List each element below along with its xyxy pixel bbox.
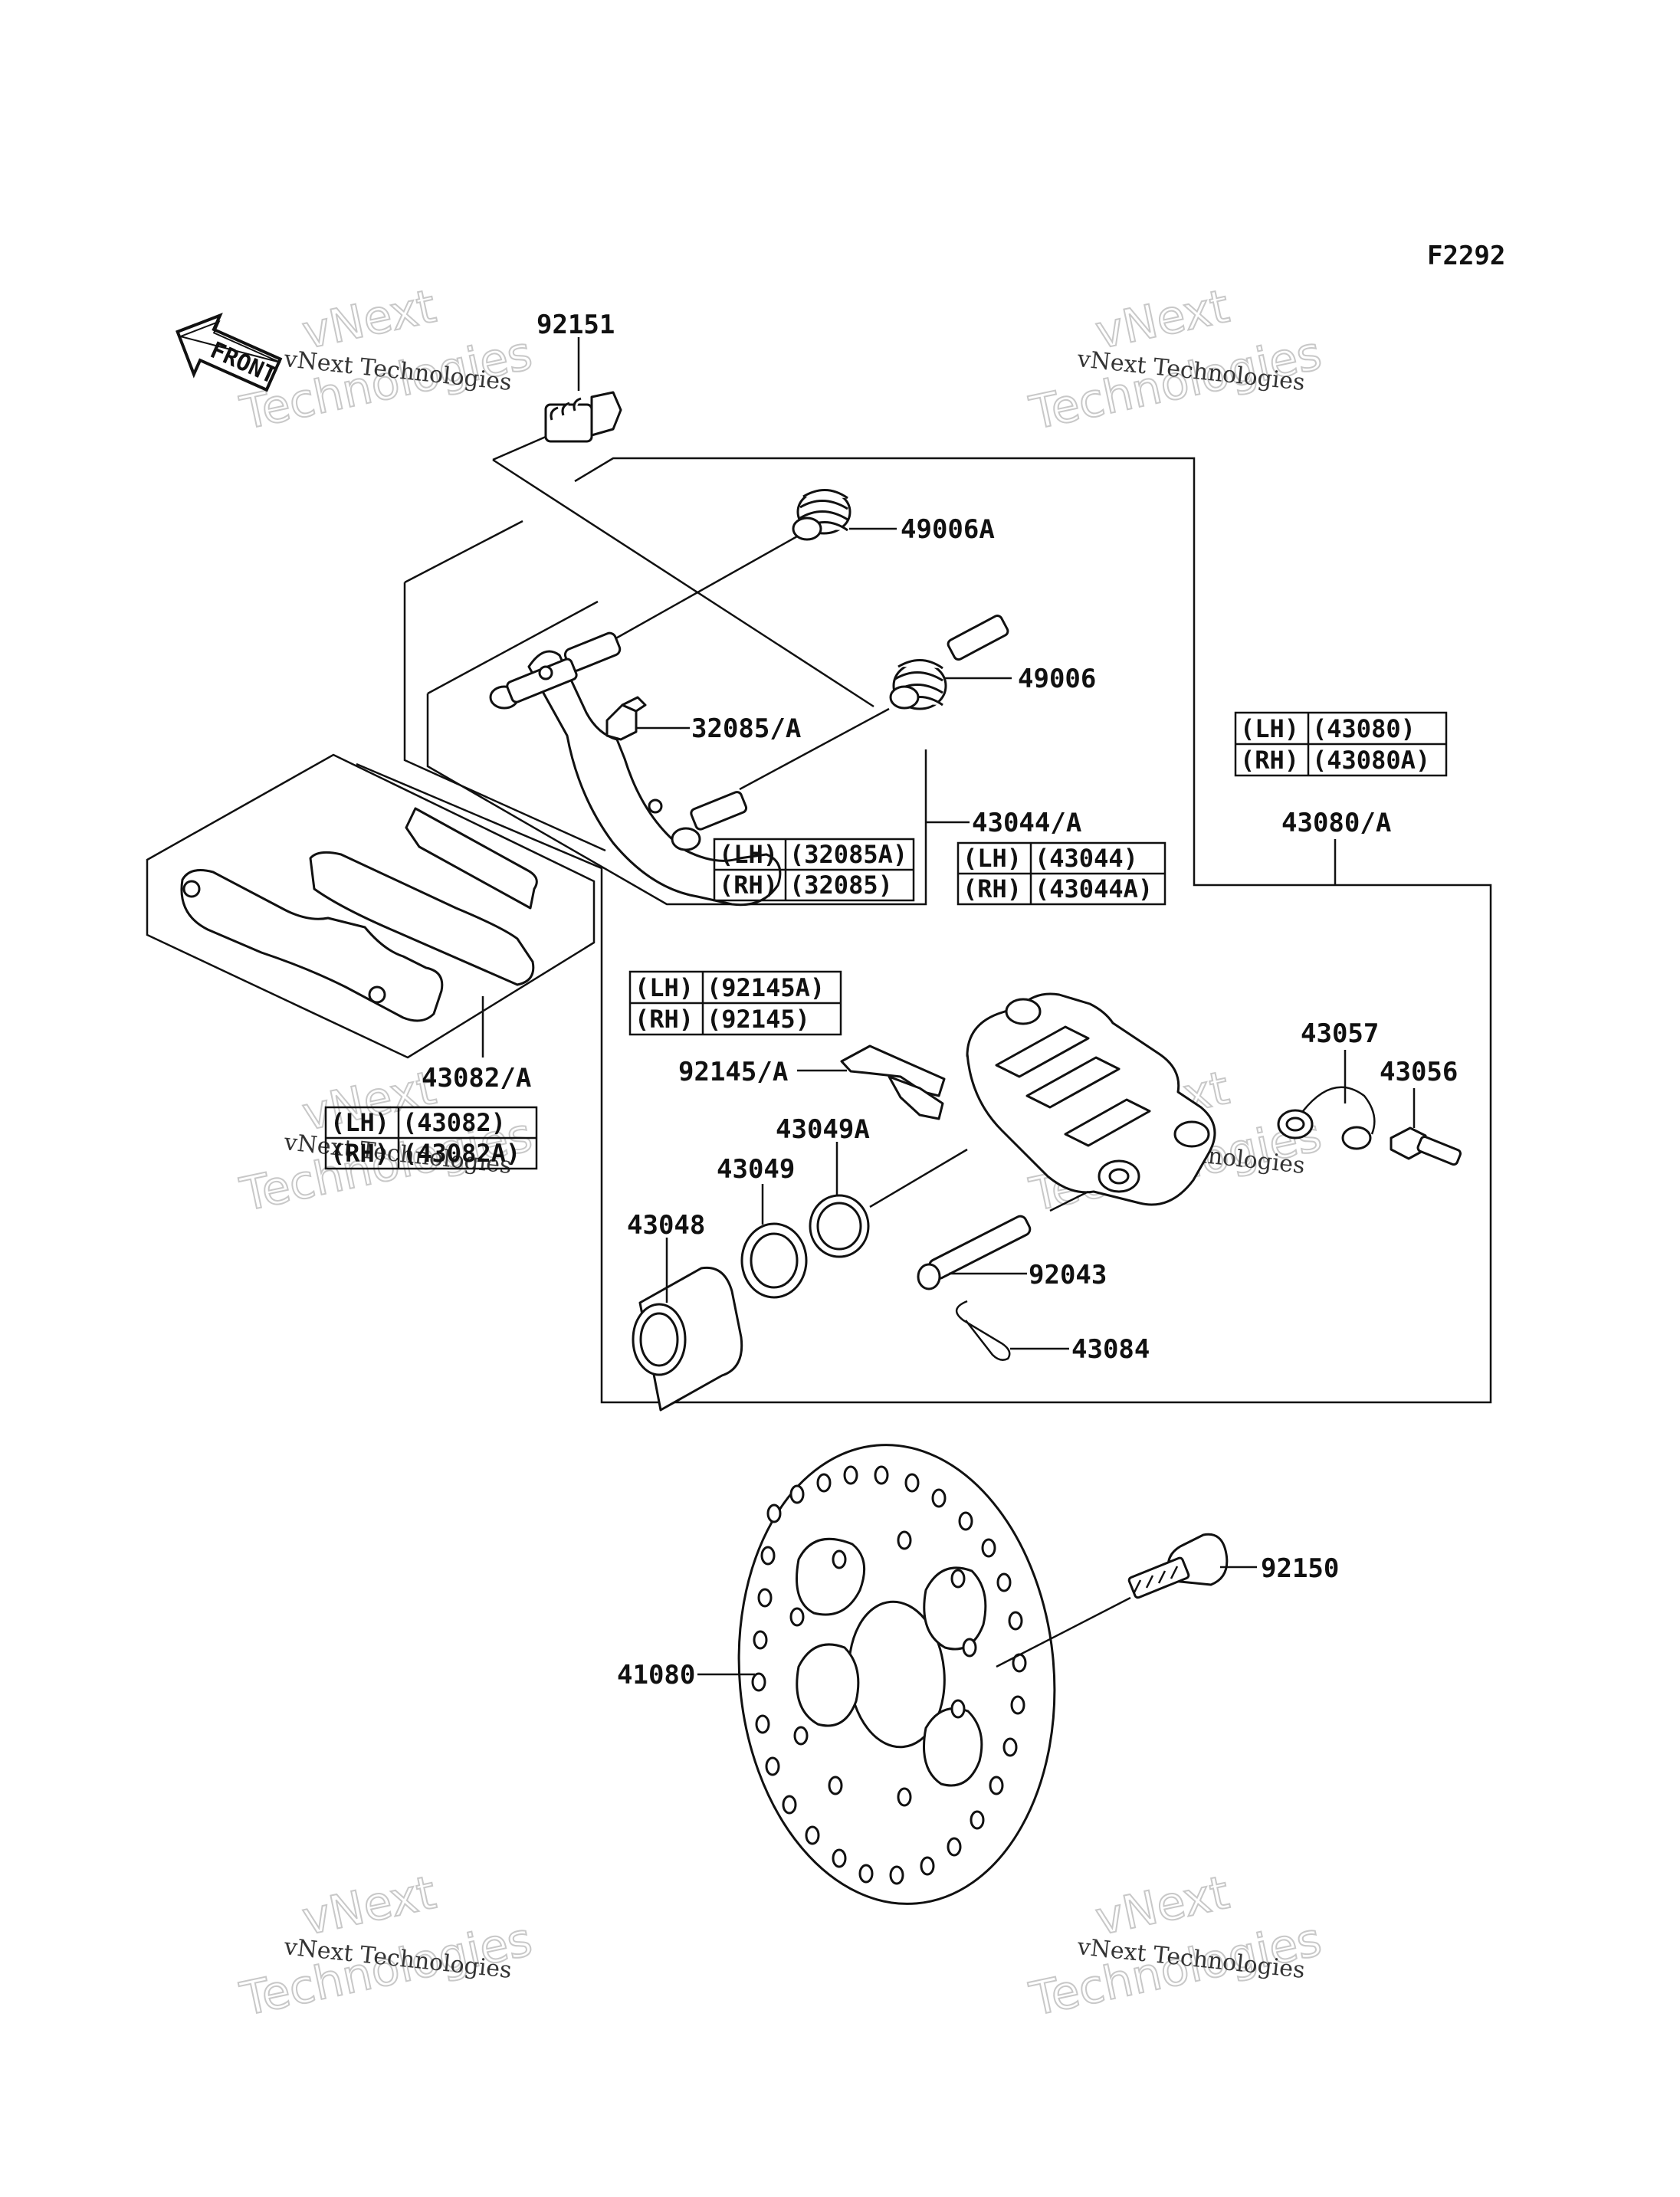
watermark-bottom-right: vNext Technologies vNext Technologies: [1025, 1865, 1327, 2028]
table-43044-rh-side: (RH): [963, 874, 1022, 903]
caliper-assembly-frame: [356, 457, 1492, 1404]
callout-32085A: 32085/A: [691, 713, 801, 744]
table-43080: (LH) (43080) (RH) (43080A): [1234, 711, 1448, 777]
callout-43049: 43049: [717, 1154, 795, 1185]
table-43080-rh-side: (RH): [1240, 746, 1299, 775]
callout-92043: 92043: [1029, 1260, 1107, 1290]
table-92145-lh-part: (92145A): [707, 973, 825, 1002]
boot-pin-49006: [739, 614, 1012, 791]
callout-43044A: 43044/A: [972, 808, 1081, 838]
table-43082: (LH) (43082) (RH) (43082A): [324, 1106, 538, 1170]
callout-43049A: 43049A: [776, 1114, 870, 1145]
table-43082-lh-side: (LH): [330, 1108, 389, 1137]
callout-43057: 43057: [1301, 1018, 1379, 1049]
pad-spring-92145: [797, 1044, 946, 1120]
pin-92043: [917, 1190, 1089, 1290]
caliper-bracket: [489, 631, 782, 907]
watermark-line1: vNext: [298, 280, 441, 360]
cap-43057: [1277, 1050, 1376, 1150]
callout-43080A: 43080/A: [1281, 808, 1391, 838]
bleeder-valve-43056: [1390, 1088, 1462, 1166]
watermark-line1: vNext: [298, 1866, 441, 1946]
callout-92145A: 92145/A: [678, 1057, 788, 1087]
disc-bolt-92150: [996, 1533, 1257, 1668]
seal-43049: [740, 1184, 808, 1299]
callout-92151: 92151: [536, 310, 615, 340]
table-43082-lh-part: (43082): [402, 1108, 506, 1137]
callout-92150: 92150: [1261, 1553, 1339, 1584]
bolt-92151: [492, 337, 874, 708]
watermark-top-right: vNext Technologies vNext Technologies: [1025, 279, 1327, 441]
callout-43084: 43084: [1071, 1334, 1150, 1365]
callout-49006: 49006: [1018, 664, 1096, 694]
table-32085-lh-part: (32085A): [789, 840, 907, 869]
table-43044-lh-side: (LH): [963, 844, 1022, 873]
callout-43056: 43056: [1380, 1057, 1458, 1087]
seal-43049A: [809, 1142, 870, 1258]
table-92145-lh-side: (LH): [635, 973, 694, 1002]
table-32085-rh-side: (RH): [719, 871, 778, 900]
table-92145-rh-side: (RH): [635, 1005, 694, 1034]
caliper-body: [869, 992, 1216, 1208]
table-32085-rh-part: (32085): [789, 871, 893, 900]
table-43082-rh-part: (43082A): [402, 1139, 520, 1168]
table-32085: (LH) (32085A) (RH) (32085): [713, 838, 915, 902]
callout-43048: 43048: [627, 1210, 705, 1241]
table-92145-rh-part: (92145): [707, 1005, 810, 1034]
watermark-bottom-left: vNext Technologies vNext Technologies: [235, 1865, 538, 2028]
table-43082-rh-side: (RH): [330, 1139, 389, 1168]
boot-49006A: [612, 489, 897, 641]
table-43080-lh-side: (LH): [1240, 714, 1299, 743]
piston-43048: [632, 1238, 743, 1412]
callout-43082A: 43082/A: [422, 1063, 531, 1094]
disc-vent-holes: [751, 1465, 1027, 1885]
callout-49006A: 49006A: [901, 514, 995, 545]
table-43044: (LH) (43044) (RH) (43044A): [956, 841, 1166, 906]
clip-43084: [956, 1300, 1069, 1361]
brake-pads: [146, 753, 596, 1059]
table-43080-lh-part: (43080): [1312, 714, 1416, 743]
table-32085-lh-side: (LH): [719, 840, 778, 869]
table-92145: (LH) (92145A) (RH) (92145): [628, 970, 842, 1036]
callout-41080: 41080: [617, 1660, 695, 1690]
brake-disc-41080: [697, 1444, 1056, 1905]
clip-32085: [605, 696, 690, 741]
table-43044-lh-part: (43044): [1035, 844, 1138, 873]
figure-id: F2292: [1427, 241, 1505, 271]
table-43080-rh-part: (43080A): [1312, 746, 1430, 775]
table-43044-rh-part: (43044A): [1035, 874, 1153, 903]
